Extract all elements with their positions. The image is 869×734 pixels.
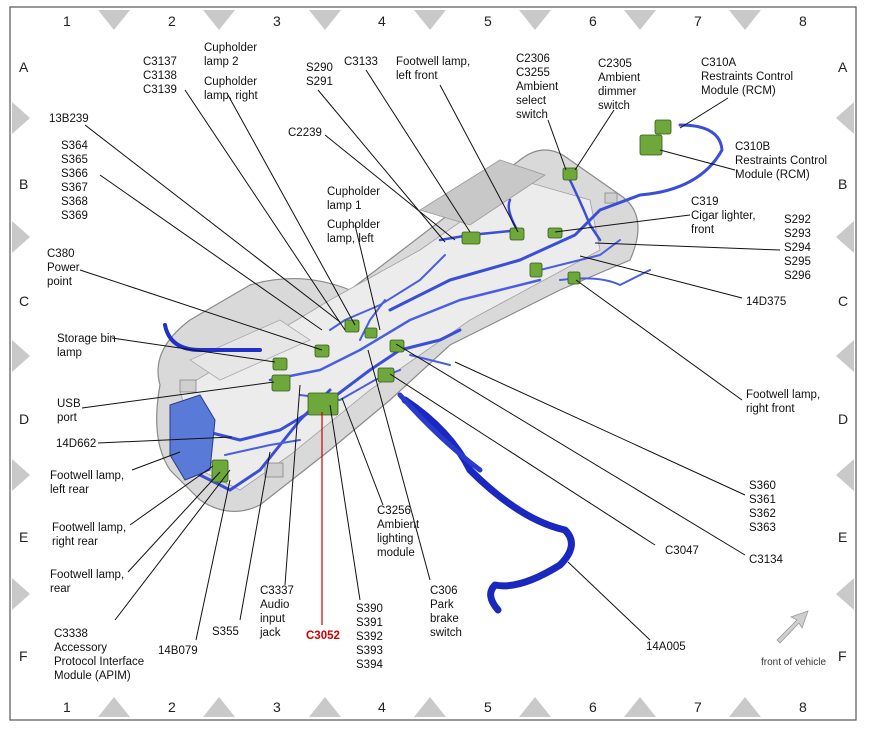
svg-text:7: 7 [694,699,702,715]
svg-text:D: D [838,411,848,427]
label-14d375: 14D375 [746,296,786,308]
front-of-vehicle-indicator: front of vehicle [761,610,826,668]
label-c306: C306 Park brake switch [430,585,462,639]
connector-c3133 [509,227,525,241]
svg-text:A: A [19,59,29,75]
label-c2239: C2239 [288,127,322,139]
label-c2306-group: C2306 C3255 Ambient select switch [516,53,561,121]
connector-c310b [639,134,663,156]
connector-c3047 [377,367,395,383]
svg-text:D: D [19,411,29,427]
label-c310b: C310B Restraints Control Module (RCM) [735,141,830,181]
label-c3134: C3134 [749,554,783,566]
label-footwell-rear: Footwell lamp, rear [50,569,127,595]
connector-usb [271,374,291,392]
label-14b079: 14B079 [158,645,198,657]
label-footwell-right-rear: Footwell lamp, right rear [52,522,129,548]
svg-text:C: C [838,293,848,309]
label-s360-group: S360 S361 S362 S363 [749,480,779,534]
label-c3338: C3338 Accessory Protocol Interface Modul… [54,628,147,682]
svg-text:7: 7 [694,13,702,29]
label-s364-group: S364 S365 S366 S367 S368 S369 [61,140,91,222]
label-cupholder-lamp-left: Cupholder lamp, left [327,219,383,245]
label-c3133: C3133 [344,56,378,68]
grid-row-labels-left: A B C D E F [19,59,29,664]
connector-c319 [547,227,563,239]
label-c3047: C3047 [665,545,699,557]
grid-column-labels-bottom: 1 2 3 4 5 6 7 8 [63,699,807,715]
svg-text:E: E [838,529,847,545]
svg-text:A: A [838,59,848,75]
svg-text:6: 6 [589,13,597,29]
label-footwell-left-front: Footwell lamp, left front [396,56,473,82]
connector-cupholder [364,327,378,339]
label-cupholder-lamp2: Cupholder lamp 2 [204,42,260,68]
label-c3337: C3337 Audio input jack [259,585,297,639]
svg-text:3: 3 [273,13,281,29]
label-s290-group: S290 S291 [306,62,336,88]
svg-text:2: 2 [168,699,176,715]
grid-row-labels-right: A B C D E F [838,59,848,664]
label-s355: S355 [212,626,239,638]
grid-column-labels-top: 1 2 3 4 5 6 7 8 [63,13,807,29]
grid-left-markers [12,102,30,610]
svg-text:1: 1 [63,13,71,29]
label-c2305-group: C2305 Ambient dimmer switch [598,58,643,112]
connector-c3137 [344,319,360,333]
svg-text:4: 4 [378,699,386,715]
connector-c2306 [461,231,481,245]
label-footwell-left-rear: Footwell lamp, left rear [50,470,127,496]
component-labels: C3137 C3138 C3139 Cupholder lamp 2 Cupho… [47,42,830,682]
connector-c3052 [307,392,339,416]
svg-text:4: 4 [378,13,386,29]
label-c3052: C3052 [306,630,340,642]
apim-module [169,394,216,481]
svg-text:2: 2 [168,13,176,29]
connector-c310a [654,119,672,135]
label-s390-group: S390 S391 S392 S393 S394 [356,603,386,671]
diagram-frame [9,6,857,721]
svg-text:B: B [838,176,847,192]
label-footwell-right-front: Footwell lamp, right front [746,389,823,415]
svg-text:1: 1 [63,699,71,715]
connectors [211,119,672,483]
svg-text:F: F [838,648,847,664]
label-14d662: 14D662 [56,438,96,450]
svg-text:5: 5 [484,699,492,715]
connector-storage-bin [272,357,288,371]
leader-lines [79,69,781,641]
label-14a005: 14A005 [646,641,686,653]
grid-bottom-markers [98,697,761,717]
connector-c2305 [562,167,578,181]
svg-text:B: B [19,176,28,192]
label-c3137-group: C3137 C3138 C3139 [143,56,180,96]
connector-c3134 [389,339,405,353]
label-c3256: C3256 Ambient lighting module [377,505,422,559]
connector-c380 [314,344,330,358]
label-storage-bin: Storage bin lamp [57,333,119,359]
label-cupholder-lamp-right: Cupholder lamp, right [204,76,260,102]
grid-right-markers [836,102,854,610]
label-13b239: 13B239 [49,113,89,125]
label-cupholder-lamp1: Cupholder lamp 1 [327,186,383,212]
front-arrow-icon [776,610,809,644]
label-usb-port: USB port [57,398,84,424]
svg-text:C: C [19,293,29,309]
svg-text:E: E [19,529,28,545]
svg-text:3: 3 [273,699,281,715]
svg-text:8: 8 [799,699,807,715]
svg-text:8: 8 [799,13,807,29]
svg-text:6: 6 [589,699,597,715]
connector-s292 [529,262,543,278]
label-c319: C319 Cigar lighter, front [691,196,759,236]
label-c310a: C310A Restraints Control Module (RCM) [701,57,796,97]
svg-text:5: 5 [484,13,492,29]
svg-text:F: F [19,648,28,664]
grid-top-markers [98,10,761,30]
label-c380: C380 Power point [47,248,83,288]
front-of-vehicle-label: front of vehicle [761,657,826,668]
label-s292-group: S292 S293 S294 S295 S296 [784,214,814,282]
